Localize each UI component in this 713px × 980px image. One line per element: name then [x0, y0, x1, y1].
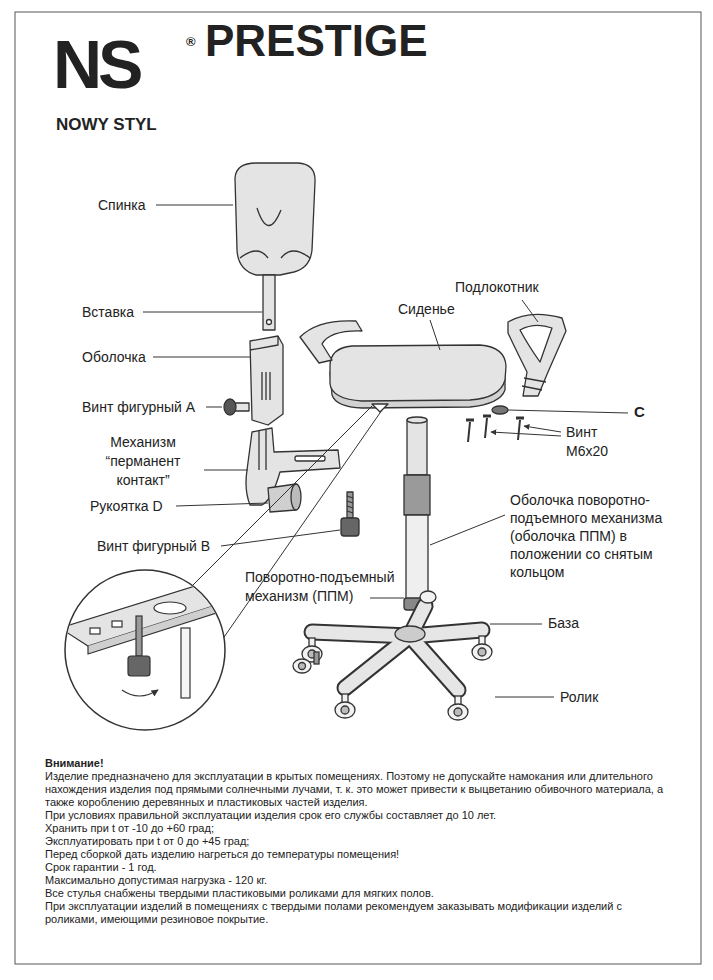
logo-registered: ®	[186, 34, 196, 50]
part-name: Поворотно-подъемный механизм (ППМ)	[245, 568, 407, 606]
part-name: Ролик	[560, 688, 598, 707]
base	[312, 606, 482, 690]
part-letter: C	[634, 403, 645, 421]
note-line: Хранить при t от -10 до +60 град;	[45, 822, 670, 835]
note-line: Эксплуатировать при t от 0 до +45 град;	[45, 835, 670, 848]
mechanism-slot	[295, 456, 325, 461]
note-line: Все стулья снабжены твердыми пластиковым…	[45, 887, 670, 900]
note-line: Перед сборкой дать изделию нагреться до …	[45, 848, 670, 861]
title: PRESTIGE	[205, 16, 428, 66]
part-name: Оболочка поворотно-подъемного механизма …	[510, 491, 682, 581]
page-frame	[15, 12, 701, 964]
part-name: Вставка	[82, 303, 134, 322]
note-line: Максимально допустимая нагрузка - 120 кг…	[45, 874, 670, 887]
backrest-seam	[257, 208, 281, 226]
seat-slot	[372, 404, 388, 412]
notes-block: Внимание!Изделие предназначено для экспл…	[45, 757, 670, 926]
armrest-right-opening	[520, 325, 552, 362]
logo-mark: NS	[53, 28, 139, 100]
note-line: При эксплуатации изделий в помещениях с …	[45, 900, 670, 926]
note-line: Срок гарантии - 1 год.	[45, 861, 670, 874]
gas-lift	[407, 420, 427, 475]
note-line: При условиях правильной эксплуатации изд…	[45, 809, 670, 822]
note-line: Изделие предназначено для эксплуатации в…	[45, 770, 670, 809]
gas-lift-top	[407, 417, 427, 423]
part-name: Оболочка	[82, 348, 146, 367]
armrest-right	[508, 314, 566, 396]
handle-d	[268, 484, 300, 512]
armrest-right-fixing	[522, 378, 546, 390]
seat	[330, 345, 506, 401]
part-name: Рукоятка D	[90, 497, 163, 516]
backrest	[235, 163, 315, 275]
screw-b-thread	[347, 492, 353, 518]
part-name: Подлокотник	[455, 278, 539, 297]
screw-m6-head	[466, 416, 524, 420]
logo-text: NOWY STYL	[56, 115, 157, 135]
caster-loose	[293, 652, 319, 673]
part-name: Винт фигурный B	[97, 537, 210, 556]
part-name: Винт фигурный A	[82, 398, 195, 417]
shell-detail	[250, 336, 278, 400]
part-c	[492, 406, 508, 414]
screw-a-knob	[224, 399, 236, 415]
part-name: Сиденье	[398, 300, 455, 319]
screw-b-thread	[347, 496, 353, 513]
detail-view	[60, 583, 232, 698]
leader-line	[143, 205, 628, 697]
caster	[302, 591, 492, 720]
gas-lift-shroud	[404, 475, 430, 515]
insert-hole	[267, 320, 272, 325]
zoom-leader	[190, 406, 382, 640]
screw-m6	[468, 418, 520, 442]
part-name: База	[548, 614, 579, 633]
insert	[263, 275, 275, 330]
part-name: Винт M6x20	[566, 423, 628, 461]
part-name: Спинка	[98, 196, 145, 215]
part-name: Механизм “перманент контакт”	[85, 433, 201, 490]
armrest-left	[300, 321, 362, 363]
notes-heading: Внимание!	[45, 757, 670, 770]
screw-b-knob	[341, 518, 359, 536]
mechanism-slot	[259, 430, 266, 470]
handle-d-end	[291, 484, 301, 510]
backrest-seam	[240, 251, 310, 258]
gas-lift-cylinder	[406, 515, 428, 600]
shell	[250, 336, 283, 425]
